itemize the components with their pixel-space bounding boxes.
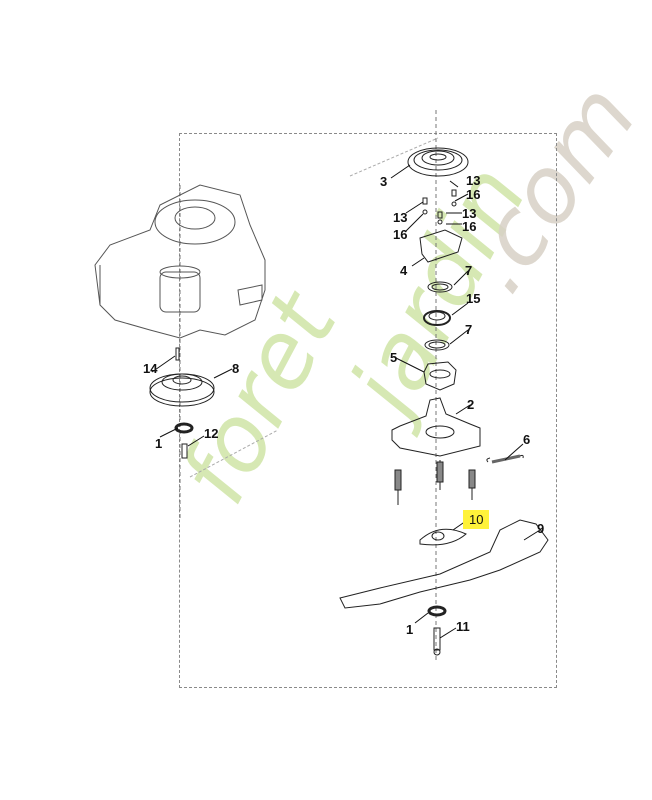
callout-7: 7 [465, 322, 473, 337]
callout-12: 12 [204, 426, 219, 441]
key-pin [175, 347, 180, 361]
callout-16: 16 [393, 227, 408, 242]
callout-3: 3 [380, 174, 388, 189]
callout-13: 13 [393, 210, 408, 225]
callout-2: 2 [467, 397, 475, 412]
engine [94, 184, 266, 339]
callout-16: 16 [462, 219, 477, 234]
pulley-top [407, 147, 469, 177]
callout-6: 6 [523, 432, 531, 447]
callout-11: 11 [456, 619, 470, 634]
callout-5: 5 [390, 350, 398, 365]
callout-7: 7 [465, 263, 473, 278]
engine-pulley [149, 373, 215, 407]
callout-14: 14 [143, 361, 158, 376]
callout-1: 1 [155, 436, 163, 451]
callout-16: 16 [466, 187, 481, 202]
callout-8: 8 [232, 361, 240, 376]
callout-15: 15 [466, 291, 481, 306]
callout-13: 13 [466, 173, 481, 188]
callout-9: 9 [537, 521, 545, 536]
callout-10-highlighted: 10 [463, 510, 490, 529]
callout-4: 4 [400, 263, 408, 278]
callout-13: 13 [462, 206, 477, 221]
callout-1: 1 [406, 622, 414, 637]
